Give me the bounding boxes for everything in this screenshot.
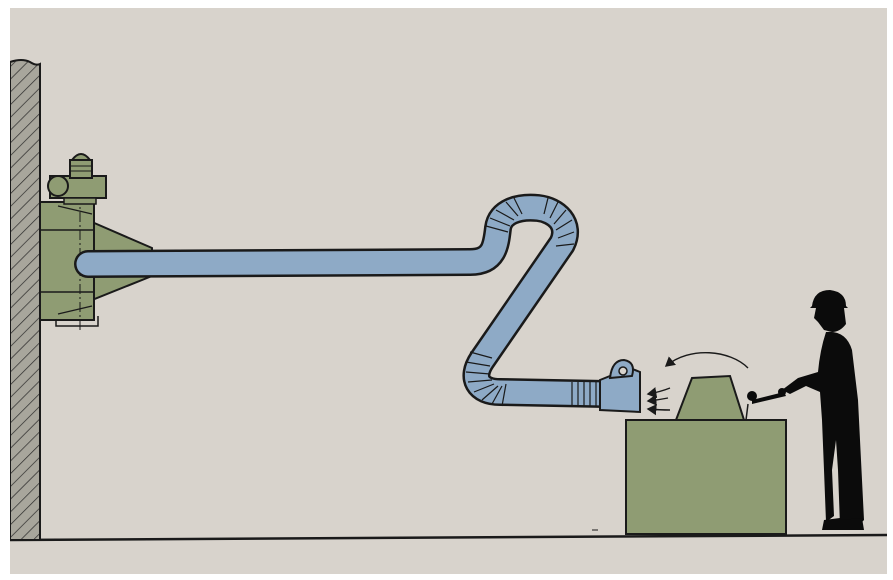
capture-hood [599,358,641,414]
articulated-extraction-arm [74,193,620,408]
worker-helmet [810,290,848,308]
hood-corrugations [571,382,597,406]
grinder-tool [752,392,786,404]
worker-silhouette [747,290,864,530]
worker-shoe-left [822,518,842,530]
upper-bend-corrugations [485,197,575,247]
exhaust-fan-with-motor [39,153,153,330]
workbench [625,419,787,535]
worker-head [814,308,846,332]
floor-line [9,533,888,542]
suction-airflow-arrows [646,352,749,416]
lower-bend-corrugations [465,351,507,407]
hatched-wall [9,59,41,541]
worker-body [782,331,864,526]
workpiece [674,374,746,421]
motor-top [69,159,93,179]
worker-shoe-right [840,518,864,530]
duct-body [76,196,618,406]
grinder-disc [747,391,757,401]
